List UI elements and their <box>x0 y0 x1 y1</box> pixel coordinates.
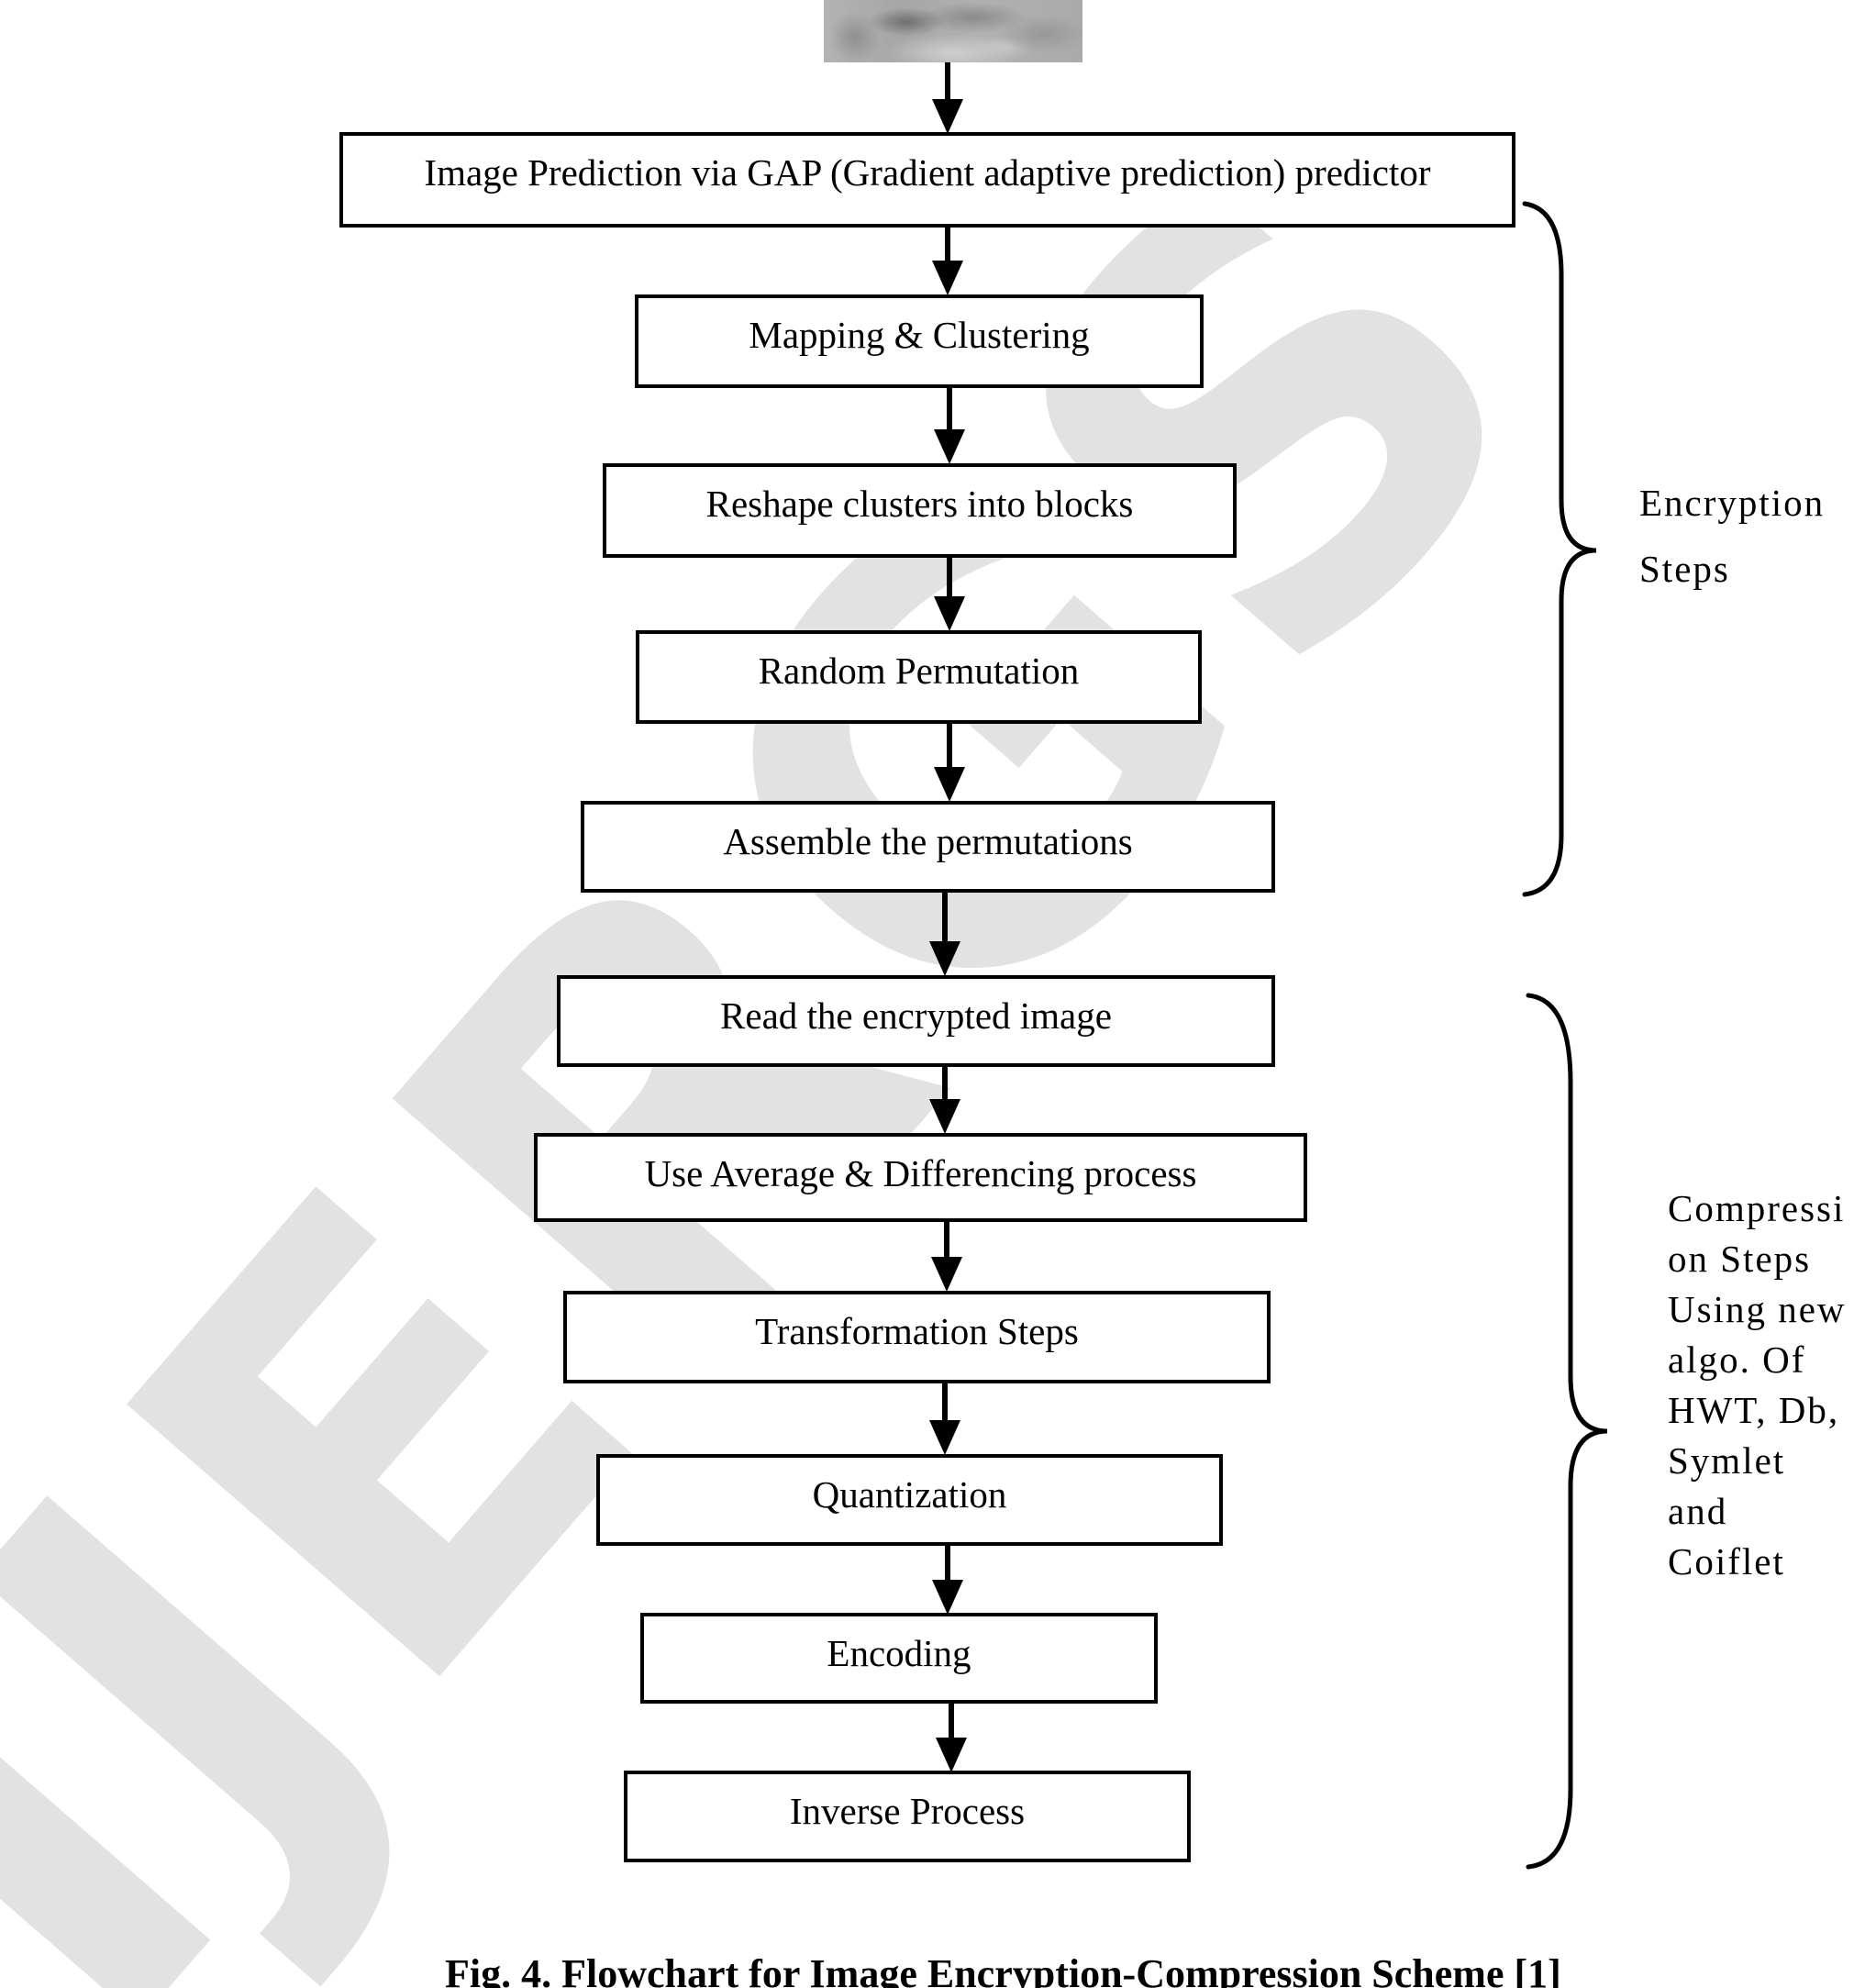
flow-step-transformation: Transformation Steps <box>563 1291 1271 1383</box>
flow-step-label: Quantization <box>812 1473 1007 1516</box>
flow-arrow-7 <box>929 1067 960 1134</box>
flow-arrow-4 <box>934 558 965 631</box>
flow-step-read-encrypted-image: Read the encrypted image <box>557 975 1275 1067</box>
flow-step-label: Random Permutation <box>758 650 1080 692</box>
flow-step-label: Use Average & Differencing process <box>644 1152 1197 1194</box>
figure-caption: Fig. 4. Flowchart for Image Encryption-C… <box>445 1951 1561 1988</box>
flow-step-label: Encoding <box>827 1632 971 1674</box>
flow-step-average-differencing: Use Average & Differencing process <box>534 1133 1307 1222</box>
flow-step-label: Read the encrypted image <box>720 994 1112 1037</box>
flow-step-label: Image Prediction via GAP (Gradient adapt… <box>424 151 1431 194</box>
flow-arrow-3 <box>934 388 965 464</box>
input-image-thumbnail <box>824 0 1082 62</box>
flow-step-reshape-clusters: Reshape clusters into blocks <box>603 463 1237 558</box>
flow-step-label: Mapping & Clustering <box>749 314 1090 356</box>
flow-step-image-prediction: Image Prediction via GAP (Gradient adapt… <box>339 132 1515 228</box>
compression-brace <box>1526 993 1608 1870</box>
flow-arrow-5 <box>934 724 965 802</box>
flow-step-random-permutation: Random Permutation <box>636 630 1202 724</box>
flow-arrow-6 <box>929 893 960 976</box>
compression-steps-label: Compressi on Steps Using new algo. Of HW… <box>1668 1187 1847 1583</box>
flow-step-label: Reshape clusters into blocks <box>705 483 1134 525</box>
flow-arrow-1 <box>932 62 963 134</box>
flow-step-quantization: Quantization <box>596 1454 1223 1546</box>
flow-arrow-9 <box>929 1383 960 1455</box>
encryption-steps-label: Encryption Steps <box>1639 482 1826 590</box>
flow-step-assemble-permutations: Assemble the permutations <box>581 801 1275 893</box>
flow-arrow-8 <box>931 1222 962 1292</box>
flow-arrow-10 <box>932 1546 963 1615</box>
flow-step-mapping-clustering: Mapping & Clustering <box>635 294 1204 388</box>
flow-step-label: Inverse Process <box>789 1790 1026 1832</box>
flow-step-inverse-process: Inverse Process <box>624 1771 1191 1862</box>
flow-step-label: Assemble the permutations <box>723 820 1133 862</box>
flow-arrow-2 <box>932 228 963 295</box>
flow-step-label: Transformation Steps <box>755 1310 1079 1352</box>
flow-arrow-11 <box>936 1704 967 1772</box>
flow-step-encoding: Encoding <box>640 1613 1158 1704</box>
encryption-brace <box>1522 201 1597 897</box>
